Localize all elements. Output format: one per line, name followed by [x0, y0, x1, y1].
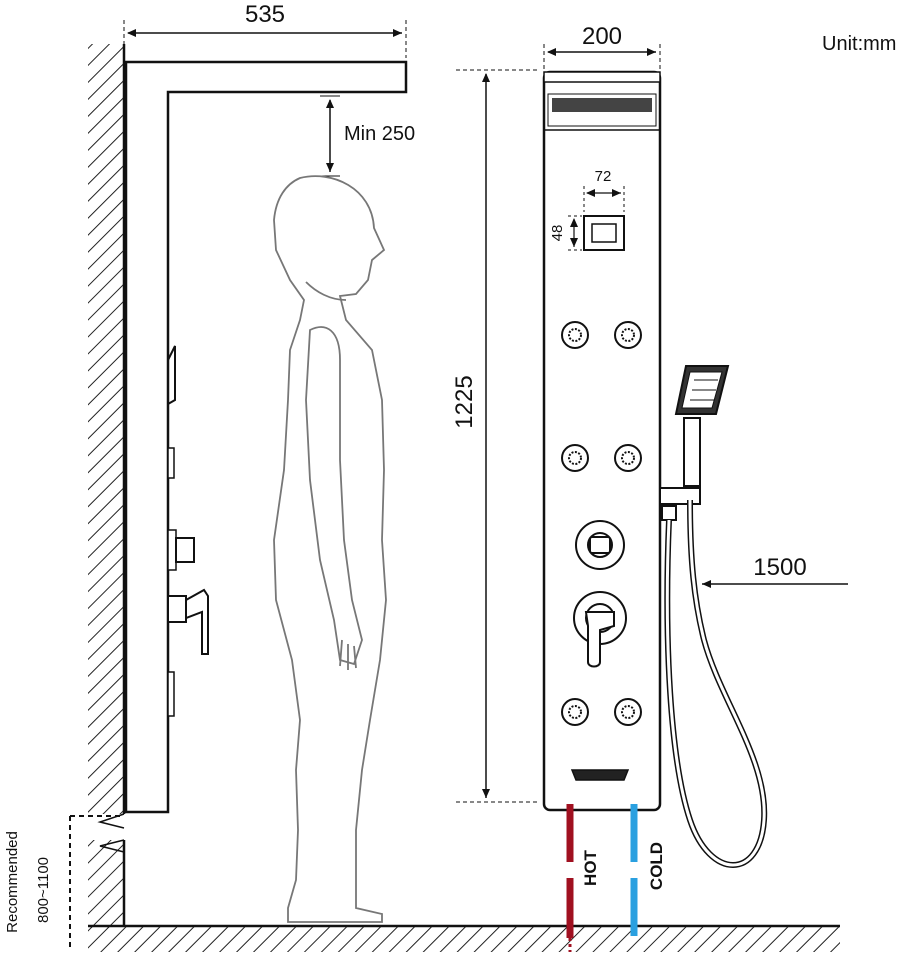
body-jet-nozzles: [561, 321, 642, 726]
panel-height-label: 1225: [451, 375, 478, 428]
min-clearance-label: Min 250: [344, 123, 415, 145]
panel-height-dimension: 1225: [451, 69, 540, 803]
recommended-range-label: 800~1100: [35, 857, 52, 923]
arm-length-label: 535: [245, 1, 285, 28]
arm-length-dimension: 535: [123, 1, 407, 58]
panel-width-label: 200: [582, 23, 622, 50]
tub-spout: [570, 769, 630, 781]
recommended-height-dimension: Recommended 800~1100: [4, 815, 124, 948]
panel-side-view: [124, 60, 408, 814]
wall: [88, 44, 126, 928]
temperature-display: [583, 215, 625, 251]
unit-label: Unit:mm: [822, 33, 896, 55]
cold-pipe: COLD: [630, 804, 666, 936]
panel-front-view: [542, 70, 662, 812]
control-width-label: 72: [595, 168, 612, 185]
recommended-label: Recommended: [4, 831, 21, 933]
floor: [88, 924, 840, 952]
hot-pipe: HOT: [566, 804, 600, 952]
control-height-dimension: 48: [549, 215, 582, 251]
mixer-handle: [573, 591, 627, 668]
control-width-dimension: 72: [583, 168, 625, 212]
control-height-label: 48: [549, 225, 566, 242]
hose-length-dimension: 1500: [702, 554, 848, 588]
panel-width-dimension: 200: [543, 23, 661, 70]
cold-label: COLD: [647, 842, 666, 890]
human-figure: [273, 175, 387, 923]
min-clearance-dimension: Min 250: [320, 95, 415, 177]
rain-shower-head: [544, 93, 660, 131]
diverter-knob: [575, 520, 625, 570]
hot-label: HOT: [581, 849, 600, 886]
shower-hose: [664, 499, 768, 868]
hand-shower: [659, 365, 730, 521]
hose-length-label: 1500: [753, 554, 806, 581]
